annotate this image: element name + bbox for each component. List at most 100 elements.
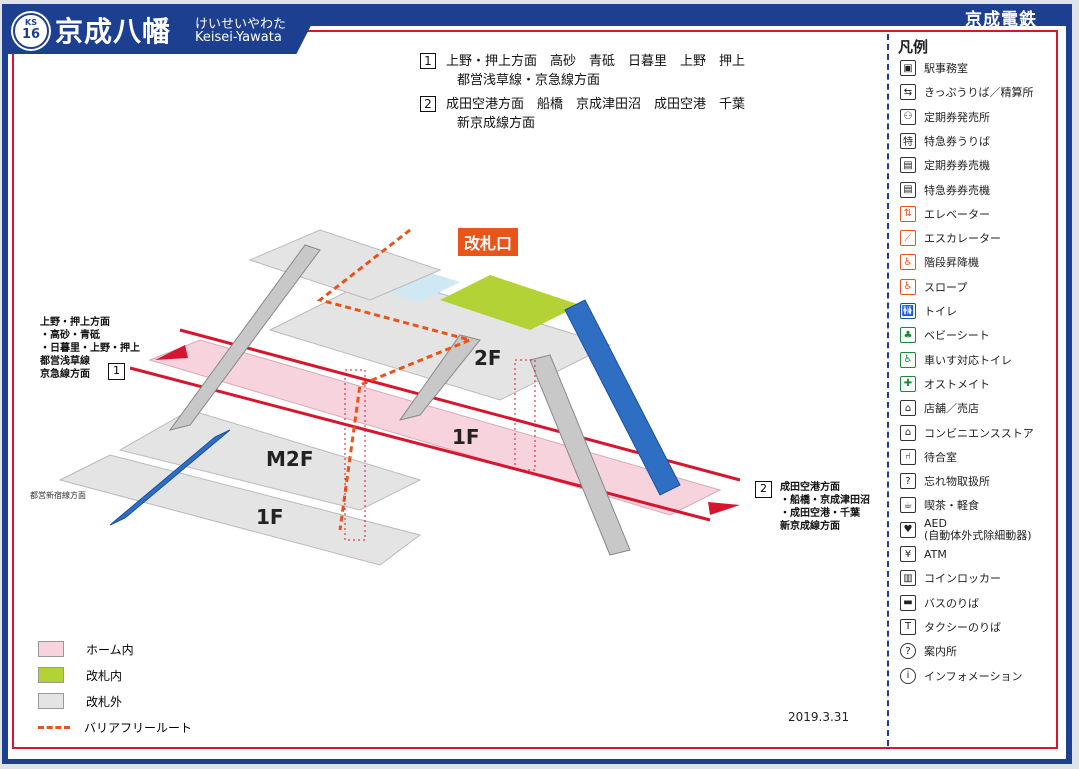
destination-2-number: 2 bbox=[420, 96, 436, 112]
legend-item-text: エレベーター bbox=[924, 206, 990, 222]
legend-item: ⚇定期券発売所 bbox=[900, 107, 990, 127]
right-dest-line4: 新京成線方面 bbox=[780, 521, 840, 532]
legend-item-text: AED(自動体外式除細動器) bbox=[924, 516, 1032, 542]
station-number-badge: KS 16 bbox=[13, 13, 49, 49]
express-machine-icon: ▤ bbox=[900, 181, 916, 198]
legend-item-label: 忘れ物取扱所 bbox=[924, 475, 990, 489]
legend-item-text: 車いす対応トイレ bbox=[924, 352, 1012, 368]
right-dest-line3: ・成田空港・千葉 bbox=[780, 508, 860, 519]
legend-item-label: 案内所 bbox=[924, 645, 957, 659]
slope-icon: ♿ bbox=[900, 278, 916, 295]
legend-item-label: バスのりば bbox=[924, 596, 979, 610]
legend-item-label: 階段昇降機 bbox=[924, 256, 979, 270]
concourse-2f bbox=[268, 274, 612, 401]
legend-item-text: 案内所 bbox=[924, 643, 957, 659]
legend-item-text: インフォメーション bbox=[924, 668, 1022, 684]
legend-item-text: 待合室 bbox=[924, 449, 957, 465]
legend-item: ♿ 車いす対応トイレ bbox=[900, 350, 1012, 370]
legend-divider bbox=[887, 34, 889, 746]
destination-1-line1: 上野・押上方面 高砂 青砥 日暮里 上野 押上 bbox=[446, 54, 746, 69]
legend-item: ? 忘れ物取扱所 bbox=[900, 471, 990, 491]
arrow-right bbox=[708, 502, 740, 515]
atm-icon: ¥ bbox=[900, 546, 916, 562]
legend-item-label: 喫茶・軽食 bbox=[924, 499, 979, 513]
left-dest-line5: 京急線方面 bbox=[40, 369, 90, 380]
station-number: 16 bbox=[21, 27, 41, 42]
station-isometric-map bbox=[58, 228, 741, 566]
legend-item-text: 定期券券売機 bbox=[924, 157, 990, 173]
legend-item-label: 特急券券売機 bbox=[924, 183, 990, 197]
legend-item-label: 待合室 bbox=[924, 450, 957, 464]
legend-item-label: エレベーター bbox=[924, 207, 990, 221]
legend-item: ⑁待合室 bbox=[900, 447, 957, 467]
station-kana: けいせいやわた bbox=[195, 17, 287, 32]
gate-inside-area bbox=[440, 275, 580, 330]
arrow-left bbox=[155, 345, 188, 360]
map-date: 2019.3.31 bbox=[788, 710, 850, 724]
cafe-icon: ☕ bbox=[900, 497, 916, 514]
right-dest-line1: 成田空港方面 bbox=[780, 482, 840, 493]
escalator-icon: ⟋ bbox=[900, 230, 916, 247]
stairs-center bbox=[398, 334, 481, 421]
legend-item-label: トイレ bbox=[924, 305, 957, 318]
legend-item-label: 駅事務室 bbox=[924, 62, 968, 75]
left-dest-line3: ・日暮里・上野・押上 bbox=[40, 343, 140, 354]
legend-item-label: AED bbox=[924, 516, 947, 530]
legend-item-label: 店舗／売店 bbox=[924, 402, 979, 416]
gate-outside-swatch bbox=[38, 693, 64, 709]
legend-item: ▣駅事務室 bbox=[900, 58, 968, 78]
area-legend-gate-outside: 改札外 bbox=[38, 688, 192, 714]
legend-item-text: ATM bbox=[924, 548, 947, 561]
toilet-icon: 🚻 bbox=[900, 303, 916, 319]
legend-item-label: 車いす対応トイレ bbox=[924, 353, 1012, 367]
platform-label: ホーム内 bbox=[86, 642, 134, 657]
legend-item-label: エスカレーター bbox=[924, 232, 1001, 246]
legend-item: ▤ 定期券券売機 bbox=[900, 155, 990, 175]
header-tab bbox=[2, 4, 322, 54]
legend-item-label: コインロッカー bbox=[924, 572, 1001, 586]
locker-icon: ▥ bbox=[900, 570, 916, 587]
gate-inside-label: 改札内 bbox=[86, 668, 123, 683]
legend-item-text: コンビニエンスストア bbox=[924, 425, 1034, 441]
area-legend-gate-inside: 改札内 bbox=[38, 662, 192, 688]
wheelchair-toilet-icon: ♿ bbox=[900, 351, 916, 368]
legend-item-sublabel: (自動体外式除細動器) bbox=[924, 528, 1032, 542]
ostomate-icon: ✚ bbox=[900, 375, 916, 392]
area-legend-platform: ホーム内 bbox=[38, 636, 192, 662]
info-desk-icon: ? bbox=[900, 643, 916, 660]
bus-icon: ▬ bbox=[900, 594, 916, 611]
station-romaji: Keisei-Yawata bbox=[195, 30, 282, 45]
area-legend: ホーム内 改札内 改札外 バリアフリールート bbox=[38, 636, 192, 740]
elevator-shaft-2 bbox=[514, 359, 536, 471]
stair-lift-icon: ♿ bbox=[900, 254, 916, 271]
pass-machine-icon: ▤ bbox=[900, 157, 916, 174]
legend-item-text: スロープ bbox=[924, 279, 967, 295]
toei-line-label: 都営新宿線方面 bbox=[30, 491, 86, 500]
legend-item-text: 定期券発売所 bbox=[924, 109, 990, 125]
legend-item-label: 特急券うりば bbox=[924, 134, 990, 148]
upper-walkway bbox=[248, 229, 442, 301]
floor-1f-lower-label: 1F bbox=[256, 505, 284, 529]
legend-item-text: タクシーのりば bbox=[924, 619, 1001, 635]
legend-item-text: コインロッカー bbox=[924, 570, 1001, 586]
legend-item: ♣ベビーシート bbox=[900, 325, 990, 345]
lost-found-icon: ? bbox=[900, 473, 916, 490]
express-ticket-icon: 特 bbox=[900, 132, 916, 149]
legend-item: ♿ 階段昇降機 bbox=[900, 252, 979, 272]
legend-item: ▤ 特急券券売機 bbox=[900, 180, 990, 200]
legend-item-text: 忘れ物取扱所 bbox=[924, 473, 990, 489]
legend-item: ¥ ATM bbox=[900, 544, 947, 564]
legend-item-label: ベビーシート bbox=[924, 329, 990, 343]
elevator-icon: ⇅ bbox=[900, 205, 916, 222]
barrier-free-swatch bbox=[38, 725, 70, 729]
legend-item-label: スロープ bbox=[924, 280, 968, 294]
legend-item: ⌂店舗／売店 bbox=[900, 398, 979, 418]
left-dest-line2: ・高砂・青砥 bbox=[40, 330, 100, 341]
legend-item-label: タクシーのりば bbox=[924, 620, 1001, 634]
right-dest-number: 2 bbox=[755, 481, 772, 498]
ticket-gate-label: 改札口 bbox=[458, 228, 519, 256]
